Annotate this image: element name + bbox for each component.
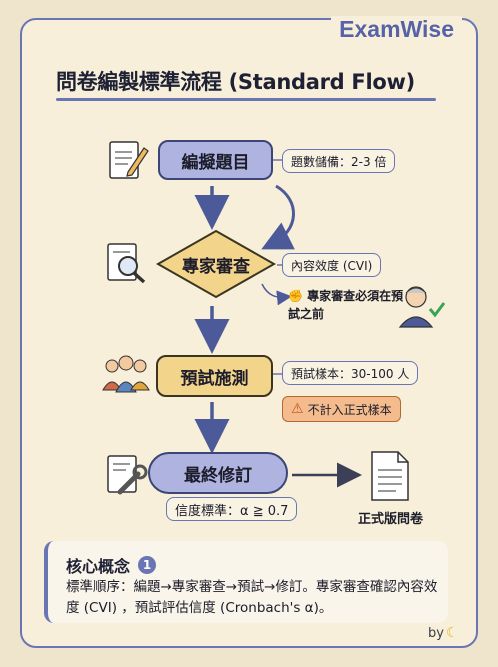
step-3-node: 預試施測 [156, 355, 273, 397]
step-2-node: 專家審查 [155, 228, 277, 300]
concept-title: 核心概念 [66, 557, 131, 576]
step-1-tag: 題數儲備：2-3 倍 [282, 149, 396, 173]
writing-document-icon [109, 141, 149, 179]
banana-icon: ☾ [445, 625, 459, 641]
note-connector [261, 283, 292, 306]
output-label: 正式版問卷 [358, 512, 424, 527]
brand-logo: ExamWise [331, 16, 462, 43]
concept-title-row: 核心概念 1 [66, 553, 157, 577]
curved-arrow-back [261, 184, 295, 250]
warning-badge: ⚠ 不計入正式樣本 [282, 396, 401, 422]
people-group-icon [102, 355, 150, 393]
step-4-tag: 信度標準：α ≧ 0.7 [166, 497, 298, 521]
concept-body: 標準順序：編題→專家審查→預試→修訂。專家審查確認內容效度 (CVI) ，預試評… [66, 579, 438, 616]
decision-diamond [155, 229, 277, 299]
warning-icon: ⚠ [291, 401, 304, 417]
concept-card: 核心概念 1 標準順序：編題→專家審查→預試→修訂。專家審查確認內容效度 (CV… [44, 541, 448, 623]
expert-avatar-icon [398, 286, 446, 328]
page-title: 問卷編製標準流程 (Standard Flow) [56, 70, 415, 94]
step-2-tag: 內容效度 (CVI) [282, 253, 382, 277]
step-1-node: 編擬題目 [158, 140, 273, 180]
byline: by ☾ [428, 625, 459, 641]
warning-text: 不計入正式樣本 [307, 402, 392, 417]
wrench-document-icon [107, 455, 148, 495]
final-document-icon [371, 451, 409, 501]
step-3-tag: 預試樣本：30-100 人 [282, 361, 419, 385]
step-4-node: 最終修訂 [148, 452, 288, 494]
step-2-label: 專家審查 [182, 256, 250, 277]
note-text: 專家審查必須在預試之前 [288, 289, 404, 321]
byline-text: by [428, 625, 444, 641]
expert-review-note: ✊ 專家審查必須在預試之前 [288, 287, 406, 323]
magnifier-document-icon [107, 243, 146, 284]
concept-badge: 1 [138, 556, 157, 574]
muscle-emoji-icon: ✊ [288, 289, 303, 303]
title-underline [56, 98, 436, 101]
